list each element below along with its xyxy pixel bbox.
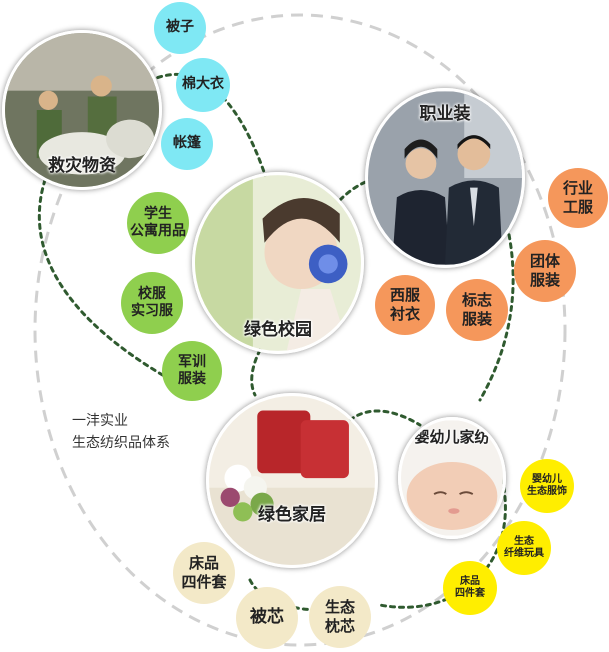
hub-label-career: 职业装 (419, 104, 471, 124)
business-people-photo-icon (368, 91, 522, 265)
baby-loop-line (378, 468, 507, 609)
sleeping-baby-photo-icon (401, 420, 503, 536)
campus-item-dorm-supplies: 学生 公寓用品 (127, 192, 189, 254)
hub-relief-supplies: 救灾物资 (2, 30, 162, 190)
system-caption: 一沣实业 生态纺织品体系 (72, 413, 170, 451)
career-item-industry-workwear: 行业 工服 (548, 168, 608, 228)
career-item-logo-wear: 标志 服装 (446, 279, 508, 341)
home-item-bedding-set: 床品 四件套 (173, 542, 235, 604)
hub-green-campus: 绿色校园 (192, 172, 364, 354)
student-headphones-photo-icon (195, 175, 361, 351)
sofa-flowers-photo-icon (209, 396, 375, 565)
home-item-quilt-core: 被芯 (236, 587, 298, 649)
relief-item-cotton-coat: 棉大衣 (176, 58, 230, 112)
career-item-group-wear: 团体 服装 (514, 240, 576, 302)
baby-item-fiber-toys: 生态 纤维玩具 (497, 521, 551, 575)
relief-campus-line (37, 178, 182, 387)
campus-home-line (250, 348, 262, 397)
soldiers-photo-icon (5, 33, 159, 187)
campus-item-military-training: 军训 服装 (162, 341, 222, 401)
career-item-suit-shirt: 西服 衬衣 (375, 275, 435, 335)
relief-item-quilt: 被子 (154, 2, 206, 54)
outer-dashed-ring (33, 13, 567, 647)
home-item-eco-pillow: 生态 枕芯 (309, 586, 371, 648)
relief-item-tent: 帐篷 (161, 118, 213, 170)
hub-career-wear: 职业装 (365, 88, 525, 268)
hub-baby-textiles: 婴幼儿家纺 (398, 417, 506, 539)
campus-item-uniforms: 校服 实习服 (121, 272, 183, 334)
hub-label-baby: 婴幼儿家纺 (414, 428, 490, 446)
hub-label-relief: 救灾物资 (48, 156, 116, 176)
hub-label-campus: 绿色校园 (244, 320, 312, 340)
baby-item-bedding-set: 床品 四件套 (443, 561, 497, 615)
baby-item-eco-apparel: 婴幼儿 生态服饰 (520, 459, 574, 513)
hub-label-home: 绿色家居 (258, 505, 326, 525)
hub-green-home: 绿色家居 (206, 393, 378, 568)
